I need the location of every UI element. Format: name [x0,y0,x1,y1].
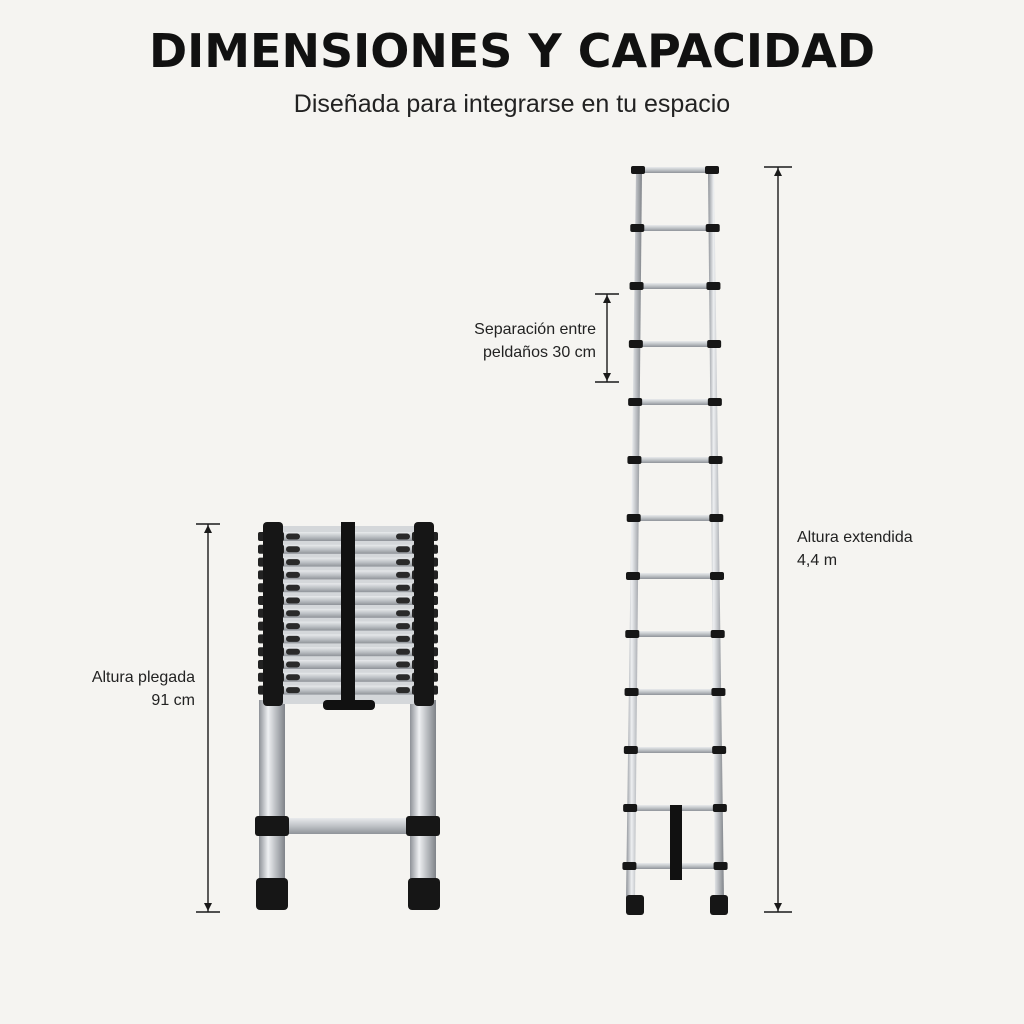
step-spacing-line1: Separación entre [474,321,596,338]
extended-rung [628,340,722,348]
folded-right-post [414,522,434,706]
folded-right-foot [408,878,440,910]
page-title: DIMENSIONES Y CAPACIDAD [148,24,876,78]
folded-height-label: Altura plegada 91 cm [40,666,195,712]
folded-left-foot [256,878,288,910]
extended-height-line2: 4,4 m [797,552,838,569]
step-spacing-label: Separación entre peldaños 30 cm [440,318,596,364]
extended-rung [630,224,720,232]
folded-left-post [263,522,283,706]
extended-height-dimension [764,166,792,913]
extended-rung [626,514,724,522]
folded-height-dimension [196,523,220,913]
folded-bottom-rung-left-cap [255,816,289,836]
extended-rung [623,746,727,754]
extended-right-foot [710,895,728,915]
extended-rung [624,688,726,696]
folded-bottom-rung [285,818,410,834]
page-subtitle: Diseñada para integrarse en tu espacio [293,90,731,118]
step-spacing-line2: peldaños 30 cm [483,344,596,361]
extended-rung [629,282,721,290]
folded-bottom-rung-right-cap [406,816,440,836]
extended-strap [670,805,682,880]
extended-left-rail [626,170,642,900]
extended-left-foot [626,895,644,915]
extended-right-rail [708,170,724,900]
folded-ladder [255,522,440,910]
folded-height-line2: 91 cm [151,692,195,709]
folded-right-leg [410,700,436,885]
extended-rung [625,572,725,580]
folded-strap [341,522,355,706]
extended-height-line1: Altura extendida [797,529,913,546]
extended-rung [625,630,725,638]
extended-rung [628,398,722,406]
extended-rung [631,166,719,174]
extended-rung [627,456,723,464]
folded-height-line1: Altura plegada [91,669,195,686]
folded-left-leg [259,700,285,885]
step-spacing-dimension [595,293,619,383]
extended-height-label: Altura extendida 4,4 m [797,526,977,572]
extended-ladder [622,166,728,915]
folded-strap-handle [323,700,375,710]
